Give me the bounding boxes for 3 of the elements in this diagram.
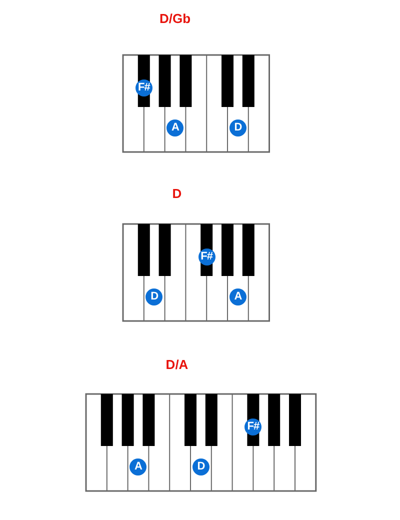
chord-name: D/A: [166, 357, 188, 372]
chord-name: D/Gb: [159, 11, 191, 26]
chord-name: D: [172, 186, 182, 201]
